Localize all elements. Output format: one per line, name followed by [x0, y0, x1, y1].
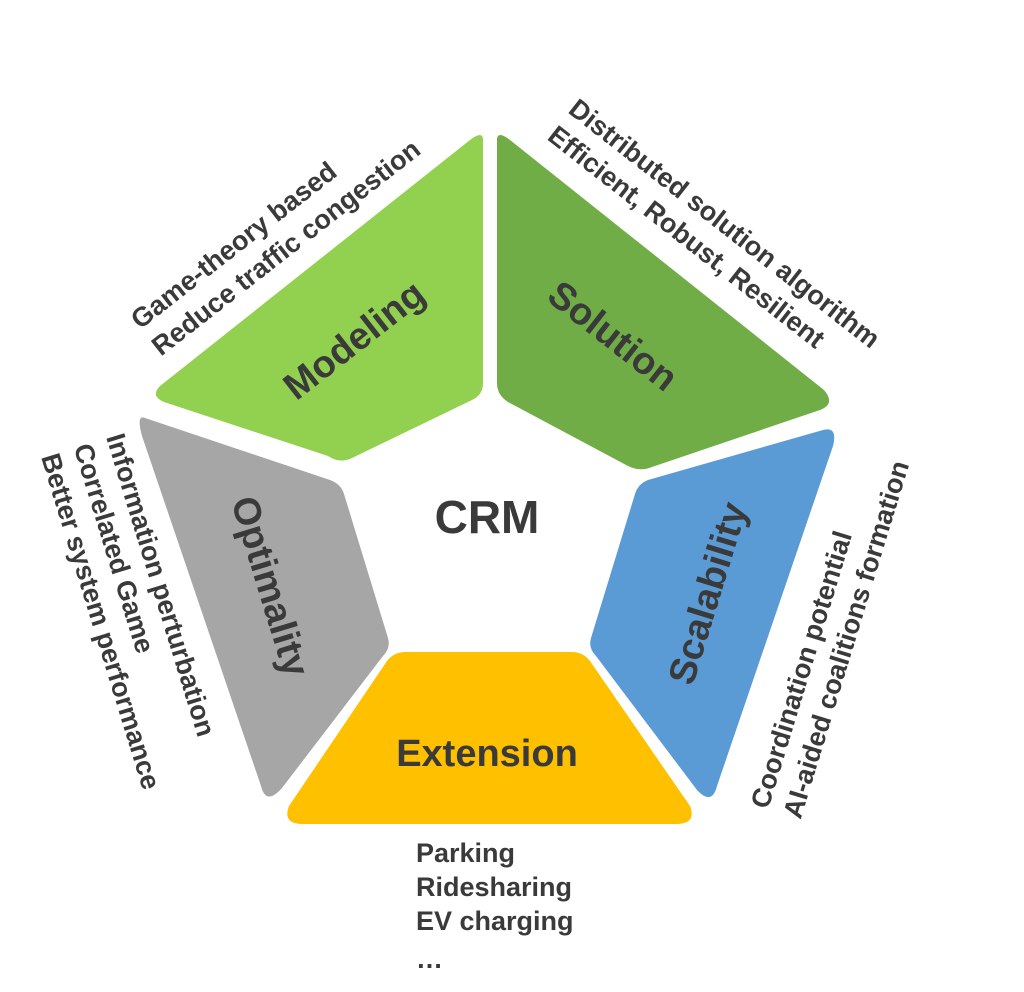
- extension-label: Extension: [396, 733, 578, 775]
- extension-note: Ridesharing: [416, 872, 572, 902]
- extension-note: Parking: [416, 838, 515, 868]
- solution-segment: [497, 135, 830, 470]
- extension-note: …: [416, 944, 443, 974]
- extension-note: EV charging: [416, 906, 574, 936]
- scalability-segment: [590, 429, 835, 798]
- center-label: CRM: [435, 491, 540, 543]
- extension-notes: Parking Ridesharing EV charging …: [416, 838, 574, 974]
- extension-segment: [287, 652, 692, 824]
- optimality-segment: [139, 417, 389, 797]
- modeling-segment: [155, 135, 484, 461]
